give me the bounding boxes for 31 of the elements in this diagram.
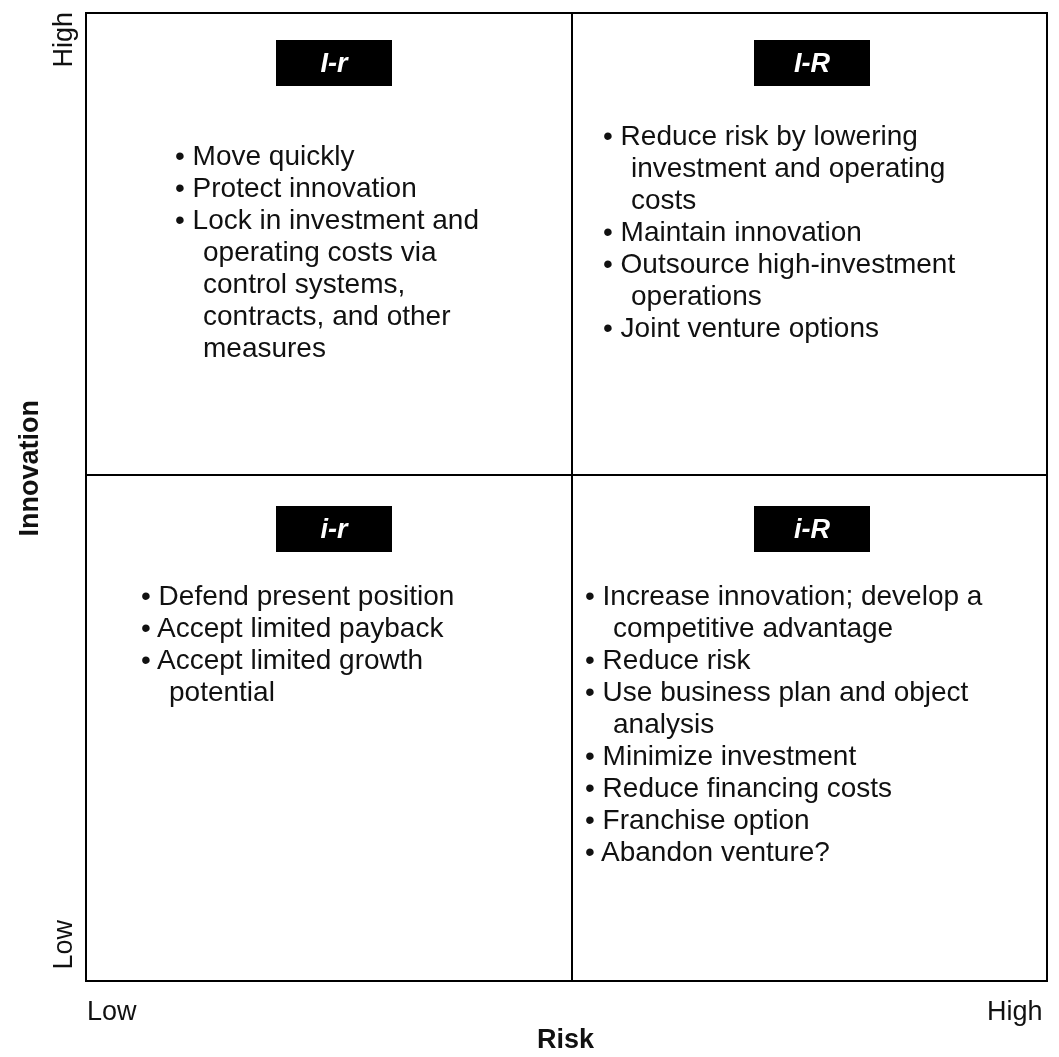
bullet-item: • Reduce risk by lowering investment and operating costs <box>603 120 947 216</box>
axis-title: Risk <box>537 1024 595 1055</box>
axis-tick-label: Low <box>87 996 137 1027</box>
bullet-item: • Reduce financing costs <box>585 772 894 804</box>
bullet-item: • Lock in investment and operating costs via control systems, contracts, and other measures <box>175 204 480 364</box>
bullet-item: • Maintain innovation <box>603 216 863 248</box>
bullet-item: • Move quickly <box>175 140 356 172</box>
axis-tick-label: Low <box>48 920 79 970</box>
quadrant-label: i-R <box>754 506 870 552</box>
quadrant-cell <box>571 12 1048 476</box>
bullet-item: • Reduce risk <box>585 644 752 676</box>
bullet-item: • Increase innovation; develop a competitive advantage <box>585 580 984 644</box>
bullet-item: • Franchise option <box>585 804 811 836</box>
axis-title: Innovation <box>14 400 45 537</box>
quadrant-cell <box>85 474 573 982</box>
bullet-item: • Use business plan and object analysis <box>585 676 970 740</box>
bullet-item: • Protect innovation <box>175 172 418 204</box>
axis-tick-label: High <box>987 996 1043 1027</box>
quadrant-label: I-R <box>754 40 870 86</box>
bullet-item: • Accept limited growth potential <box>141 644 425 708</box>
quadrant-cell <box>85 12 573 476</box>
bullet-item: • Minimize investment <box>585 740 858 772</box>
bullet-item: • Defend present position <box>141 580 456 612</box>
quadrant-cell <box>571 474 1048 982</box>
axis-tick-label: High <box>48 12 79 68</box>
bullet-item: • Joint venture options <box>603 312 880 344</box>
quadrant-label: I-r <box>276 40 392 86</box>
bullet-item: • Outsource high-investment operations <box>603 248 957 312</box>
bullet-item: • Accept limited payback <box>141 612 445 644</box>
bullet-item: • Abandon venture? <box>585 836 831 868</box>
quadrant-label: i-r <box>276 506 392 552</box>
